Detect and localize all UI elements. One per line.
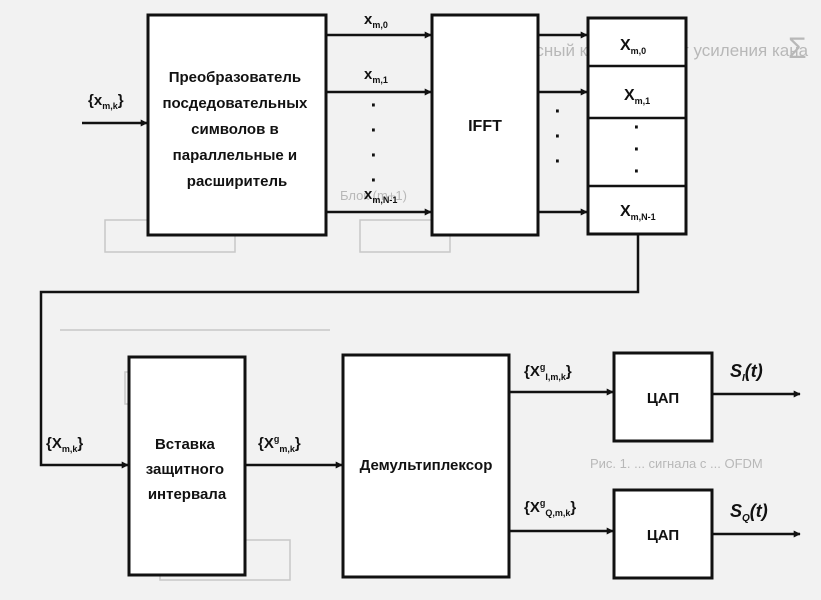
- dac-i-label: ЦАП: [647, 390, 679, 407]
- label-X0: Xm,0: [620, 37, 646, 56]
- dot-right-2: ·: [555, 126, 562, 148]
- dot-left-4: ·: [371, 170, 378, 192]
- dac-i-block: [612, 351, 714, 443]
- bleed-text-caption: Рис. 1. ... сигнала с ... OFDM: [590, 456, 763, 471]
- bleed-text-block: Блок (m+1): [340, 188, 407, 203]
- dot-register-1: ·: [634, 117, 641, 139]
- bleed-sigma-glyph: Σ: [788, 32, 807, 65]
- converter-block: [146, 13, 328, 237]
- demultiplexer-block: [341, 353, 511, 579]
- output-register: [586, 16, 688, 236]
- label-X1: Xm,1: [624, 87, 650, 106]
- dots-register-group: · · ·: [634, 117, 641, 183]
- input-signal-label: {xm,k}: [88, 92, 124, 111]
- dot-right-3: ·: [555, 151, 562, 173]
- label-xN: xm,N-1: [364, 186, 397, 205]
- label-SQ: SQ(t): [730, 501, 768, 524]
- label-Xg: {Xgm,k}: [258, 434, 301, 454]
- label-x0: xm,0: [364, 11, 388, 30]
- label-Xmk: {Xm,k}: [46, 435, 83, 454]
- guard-interval-label: Вставка защитного интервала: [146, 436, 228, 503]
- dot-register-3: ·: [634, 161, 641, 183]
- dot-left-1: ·: [371, 95, 378, 117]
- converter-label: Преобразователь посдедовательных символо…: [162, 69, 311, 190]
- dots-left-group: · · · ·: [371, 95, 378, 192]
- dac-q-label: ЦАП: [647, 527, 679, 544]
- ifft-label: IFFT: [468, 118, 502, 135]
- label-XI: {XgI,m,k}: [524, 362, 572, 382]
- label-XQ: {XgQ,m,k}: [524, 498, 576, 518]
- output-register-frame: [586, 16, 688, 236]
- dot-left-3: ·: [371, 145, 378, 167]
- dot-register-2: ·: [634, 139, 641, 161]
- ifft-block: [430, 13, 540, 237]
- dot-left-2: ·: [371, 120, 378, 142]
- dot-right-1: ·: [555, 101, 562, 123]
- label-XN: Xm,N-1: [620, 203, 656, 222]
- dac-q-block: [612, 488, 714, 580]
- feedback-path-arrow: [39, 234, 640, 469]
- demultiplexer-label: Демультиплексор: [360, 457, 493, 474]
- label-SI: SI(t): [730, 361, 763, 384]
- dots-right-group: · · ·: [555, 101, 562, 173]
- label-x1: xm,1: [364, 66, 388, 85]
